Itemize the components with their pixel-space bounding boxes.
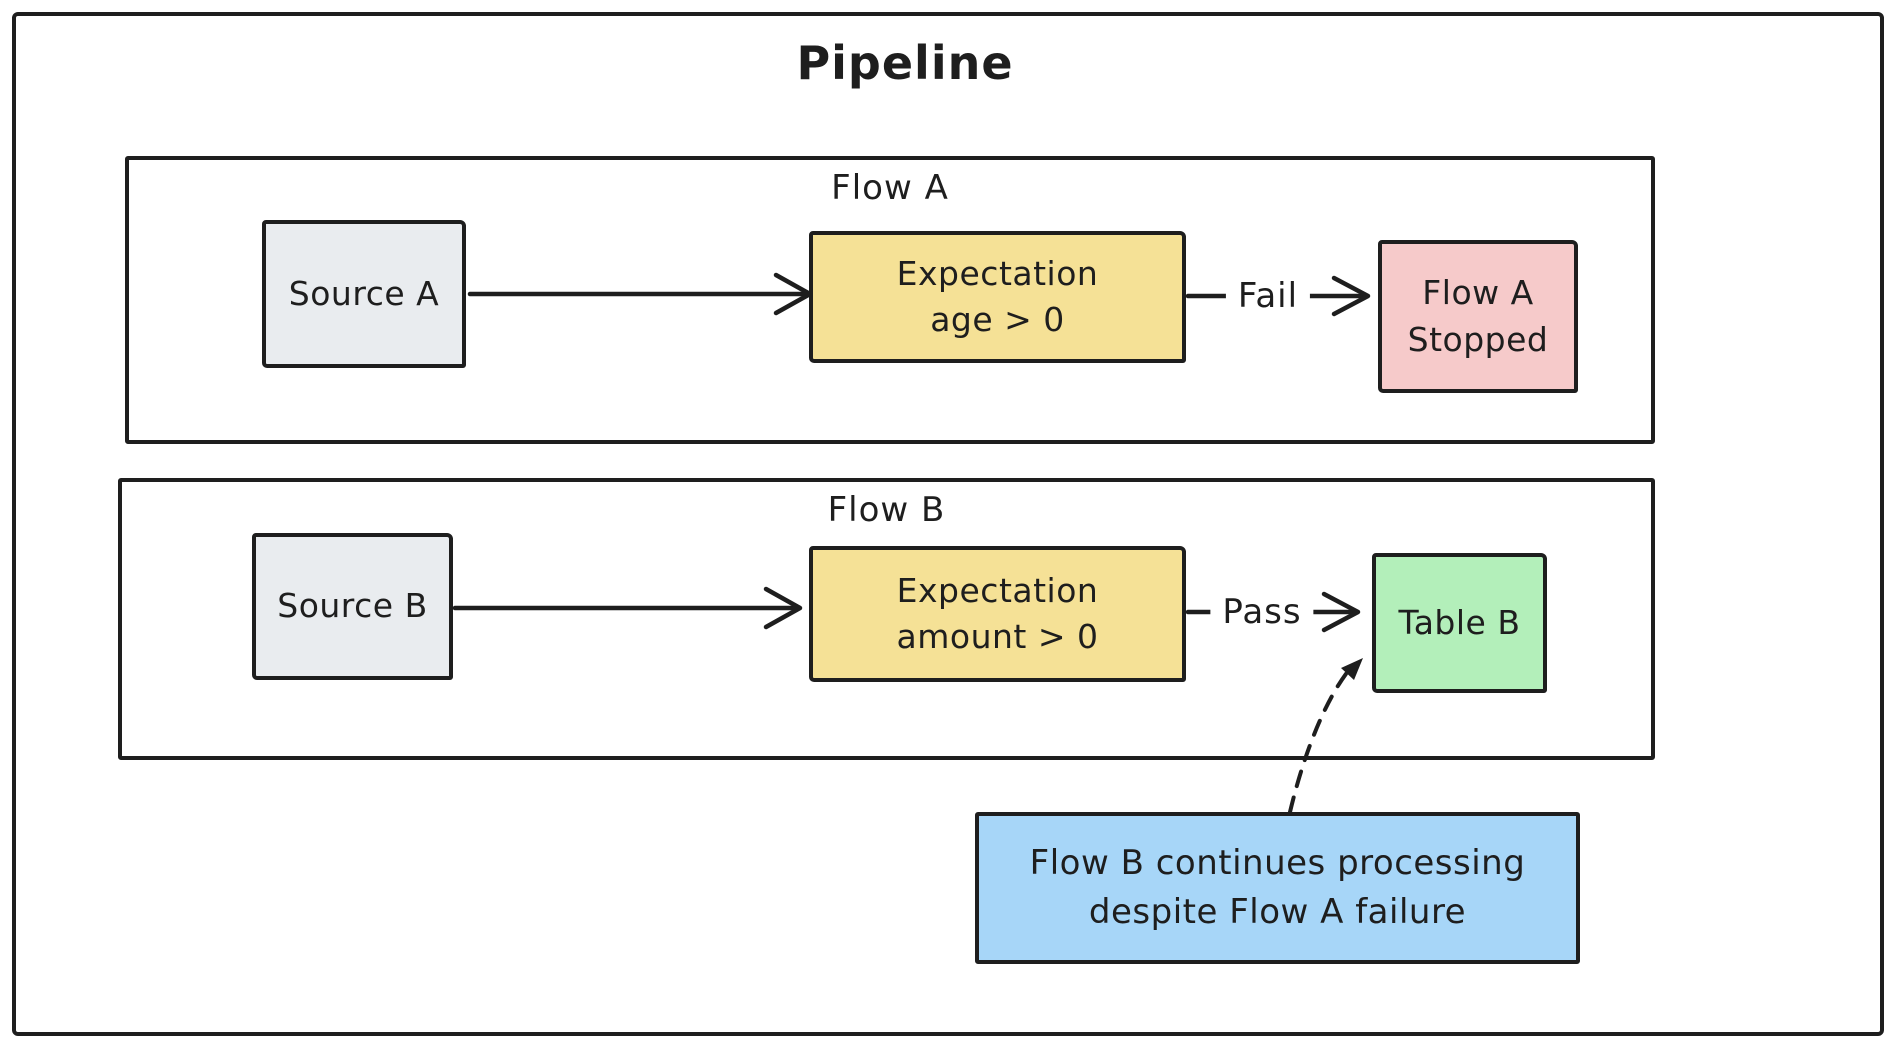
- source-b-label: Source B: [277, 586, 428, 626]
- source-a-node: Source A: [262, 220, 466, 368]
- expectation-a-node: Expectation age > 0: [809, 231, 1186, 363]
- pipeline-title: Pipeline: [796, 36, 1014, 90]
- flow-a-label: Flow A: [831, 168, 949, 208]
- note-box: Flow B continues processing despite Flow…: [975, 812, 1580, 964]
- expectation-b-node: Expectation amount > 0: [809, 546, 1186, 682]
- source-b-node: Source B: [252, 533, 453, 680]
- table-b-label: Table B: [1398, 602, 1521, 642]
- expectation-b-line1: Expectation: [896, 570, 1099, 610]
- expectation-b-line2: amount > 0: [896, 617, 1099, 656]
- fail-edge-label: Fail: [1225, 276, 1311, 316]
- flow-a-stopped-line2: Stopped: [1407, 319, 1549, 359]
- expectation-a-line2: age > 0: [930, 300, 1065, 339]
- note-line1: Flow B continues processing: [1029, 842, 1526, 883]
- pass-edge-label: Pass: [1210, 592, 1314, 632]
- flow-a-stopped-line1: Flow A: [1422, 273, 1534, 313]
- flow-b-container: Flow B: [118, 478, 1655, 760]
- pipeline-frame: [12, 12, 1884, 1036]
- expectation-a-line1: Expectation: [896, 253, 1099, 293]
- note-line2: despite Flow A failure: [1088, 892, 1467, 932]
- flow-a-container: Flow A: [125, 156, 1655, 444]
- flow-b-label: Flow B: [827, 490, 946, 530]
- flow-a-stopped-node: Flow A Stopped: [1378, 240, 1578, 393]
- table-b-node: Table B: [1372, 553, 1547, 693]
- source-a-label: Source A: [288, 273, 440, 313]
